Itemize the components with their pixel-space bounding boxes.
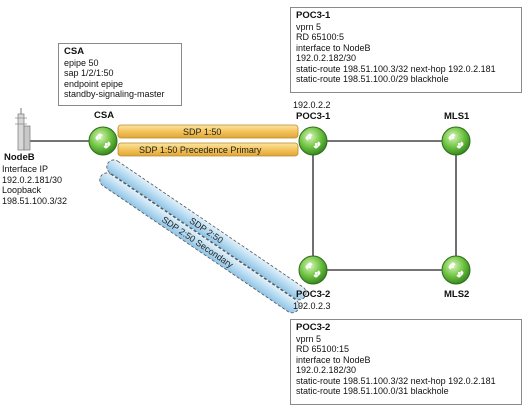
csa-label: CSA — [94, 110, 115, 121]
poc3-1-ip-label: 192.0.2.2 — [293, 100, 331, 110]
sdp-primary-tunnels: SDP 1:50 SDP 1:50 Precedence Primary — [117, 124, 299, 157]
poc3-2-config-line: static-route 198.51.100.0/31 blackhole — [296, 386, 449, 396]
poc3-2-config-box: POC3-2 vprn 5 RD 65100:15 interface to N… — [290, 319, 522, 405]
csa-config-line: standby-signaling-master — [64, 89, 165, 99]
poc3-2-config-title: POC3-2 — [296, 322, 331, 333]
mls1-router-icon — [441, 126, 471, 156]
csa-config-line: endpoint epipe — [64, 78, 124, 89]
poc3-2-router-icon — [298, 255, 328, 285]
mls2-label: MLS2 — [444, 289, 470, 300]
nodeb-antenna-icon — [15, 108, 31, 151]
poc3-2-config-line: 192.0.2.182/30 — [296, 365, 357, 375]
poc3-1-config-line: static-route 198.51.100.3/32 next-hop 19… — [296, 63, 496, 74]
mls1-label: MLS1 — [444, 111, 470, 122]
poc3-1-config-line: interface to NodeB — [296, 42, 371, 53]
csa-config-line: sap 1/2/1:50 — [64, 68, 114, 78]
nodeb-info-line: 192.0.2.181/30 — [2, 174, 63, 185]
poc3-2-config-line: vprn 5 — [296, 333, 322, 344]
poc3-1-router-icon — [298, 126, 328, 156]
sdp-1-50-primary-label: SDP 1:50 Precedence Primary — [139, 145, 262, 155]
poc3-2-ip-label: 192.0.2.3 — [293, 301, 331, 311]
poc3-1-config-box: POC3-1 vprn 5 RD 65100:5 interface to No… — [290, 7, 522, 93]
csa-config-line: epipe 50 — [64, 57, 99, 68]
poc3-1-label: POC3-1 — [296, 111, 331, 122]
sdp-1-50-label: SDP 1:50 — [183, 127, 221, 137]
poc3-1-config-line: vprn 5 — [296, 21, 322, 32]
poc3-1-config-line: RD 65100:5 — [296, 32, 345, 42]
nodeb-info-line: Loopback — [2, 185, 42, 195]
mls2-router-icon — [441, 255, 471, 285]
poc3-1-config-line: static-route 198.51.100.0/29 blackhole — [296, 74, 449, 84]
poc3-2-config-line: RD 65100:15 — [296, 344, 350, 354]
sdp-secondary-tunnels: SDP 2:50 SDP 2:50 Secondary — [99, 159, 307, 314]
poc3-2-config-line: static-route 198.51.100.3/32 next-hop 19… — [296, 375, 496, 386]
nodeb-label: NodeB — [4, 152, 35, 163]
nodeb-info-line: 198.51.100.3/32 — [2, 195, 68, 206]
poc3-1-config-title: POC3-1 — [296, 10, 331, 21]
nodeb-info-line: Interface IP — [2, 164, 49, 174]
poc3-1-config-line: 192.0.2.182/30 — [296, 53, 357, 63]
poc3-2-label: POC3-2 — [296, 289, 331, 300]
csa-router-icon — [88, 126, 118, 156]
nodeb-info: Interface IP 192.0.2.181/30 Loopback 198… — [2, 164, 67, 206]
poc3-2-config-line: interface to NodeB — [296, 354, 371, 365]
csa-config-box: CSA epipe 50 sap 1/2/1:50 endpoint epipe… — [58, 43, 182, 106]
csa-config-title: CSA — [64, 46, 85, 57]
